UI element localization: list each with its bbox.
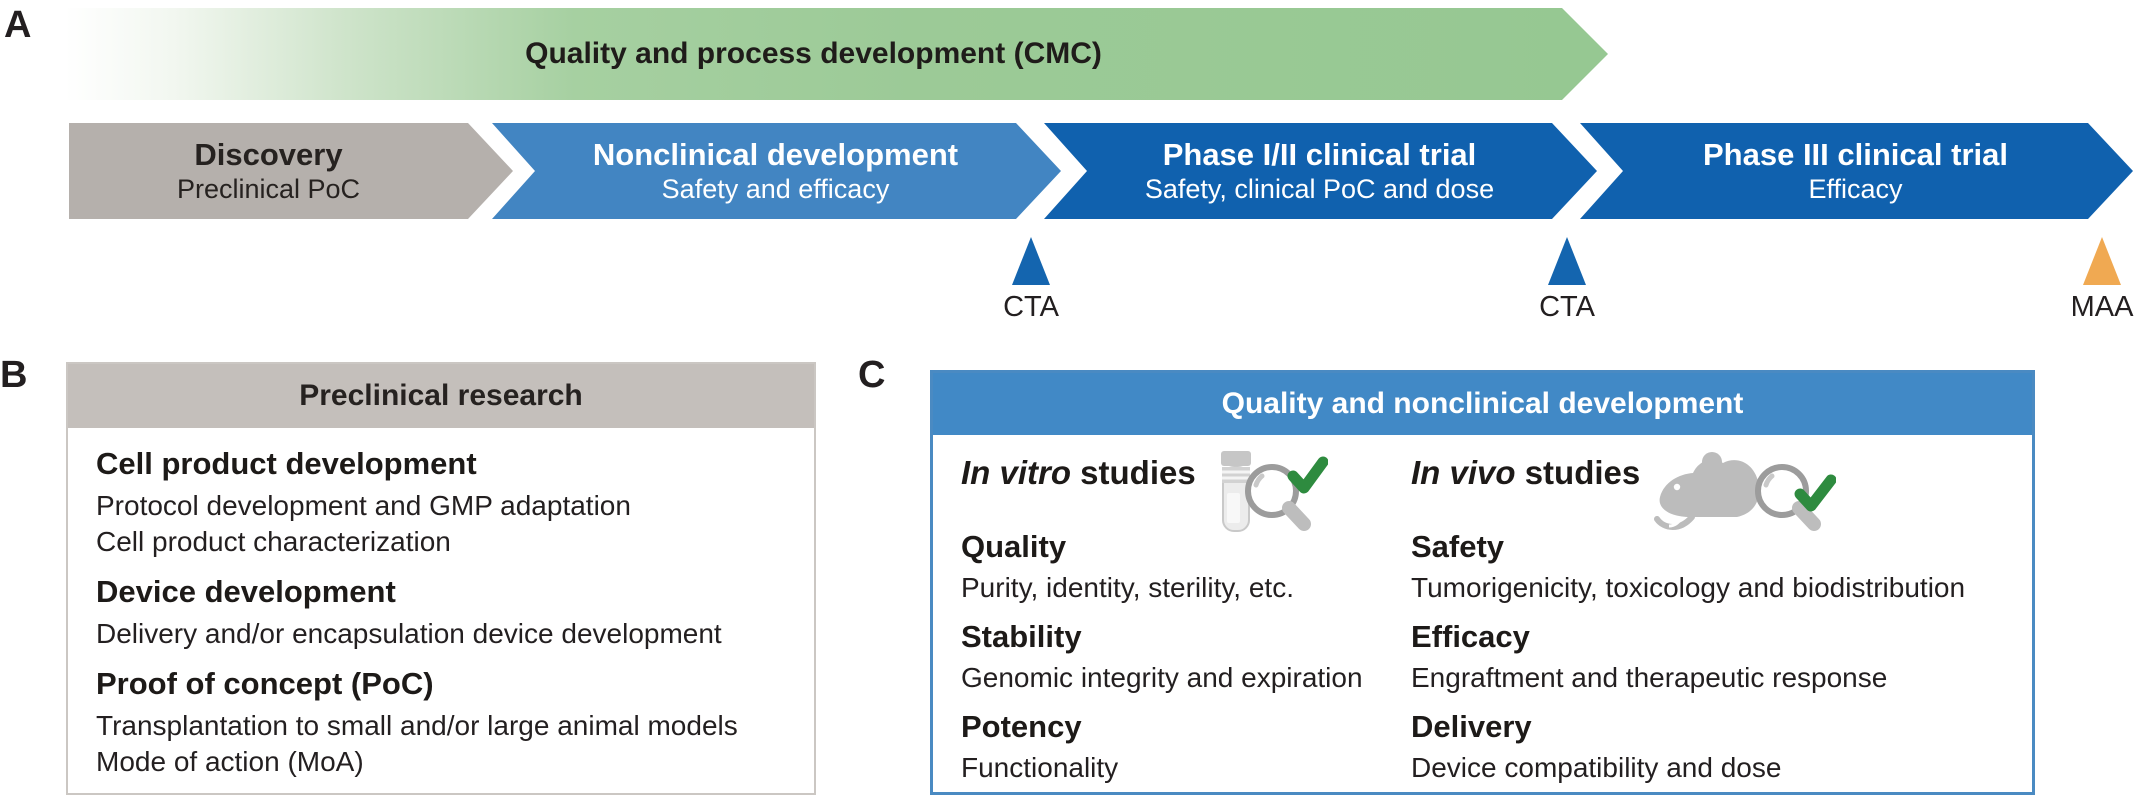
in-vitro-column: In vitro studies Quality Purity, identit… <box>961 451 1411 799</box>
item-title: Potency <box>961 709 1082 744</box>
in-vivo-heading: In vivo studies <box>1411 451 1640 495</box>
in-vitro-heading-row: In vitro studies <box>961 451 1411 532</box>
cta-marker-triangle-icon <box>1548 237 1586 285</box>
section-line: Transplantation to small and/or large an… <box>96 710 738 741</box>
maa-marker-triangle-icon <box>2083 237 2121 285</box>
cta-marker-label: CTA <box>1003 291 1059 323</box>
quality-nonclinical-header: Quality and nonclinical development <box>933 373 2032 435</box>
cmc-arrow-label: Quality and process development (CMC) <box>525 37 1102 70</box>
cta-marker-label: CTA <box>1539 291 1595 323</box>
section-cell-product-development: Cell product development Protocol develo… <box>96 446 796 560</box>
section-line: Protocol development and GMP adaptation <box>96 490 631 521</box>
cta-marker-triangle-icon <box>1012 237 1050 285</box>
in-vivo-column: In vivo studies Safety <box>1411 451 2012 799</box>
item-desc: Purity, identity, sterility, etc. <box>961 572 1294 603</box>
stage-phase-3-clinical-trial: Phase III clinical trial Efficacy <box>1580 123 2133 219</box>
stage-discovery: Discovery Preclinical PoC <box>69 123 513 219</box>
section-proof-of-concept: Proof of concept (PoC) Transplantation t… <box>96 666 796 780</box>
panel-a-label: A <box>4 4 32 46</box>
item-quality: Quality Purity, identity, sterility, etc… <box>961 529 1411 605</box>
stage-subtitle: Safety and efficacy <box>661 174 890 205</box>
item-title: Safety <box>1411 529 1505 564</box>
item-efficacy: Efficacy Engraftment and therapeutic res… <box>1411 619 2012 695</box>
stage-title: Phase I/II clinical trial <box>1162 136 1477 172</box>
item-desc: Engraftment and therapeutic response <box>1411 662 1888 693</box>
quality-nonclinical-development-box: Quality and nonclinical development In v… <box>930 370 2035 795</box>
section-line: Mode of action (MoA) <box>96 746 364 777</box>
stage-title: Nonclinical development <box>592 136 959 172</box>
item-title: Quality <box>961 529 1067 564</box>
section-line: Cell product characterization <box>96 526 451 557</box>
stage-title: Discovery <box>194 136 343 172</box>
cmc-process-arrow: Quality and process development (CMC) <box>65 8 1608 100</box>
item-desc: Tumorigenicity, toxicology and biodistri… <box>1411 572 1966 603</box>
panel-b-label: B <box>0 354 28 396</box>
section-title: Device development <box>96 574 396 609</box>
preclinical-research-box: Preclinical research Cell product develo… <box>66 362 816 795</box>
item-title: Efficacy <box>1411 619 1530 654</box>
maa-marker-label: MAA <box>2070 291 2134 323</box>
preclinical-research-header: Preclinical research <box>68 364 814 428</box>
in-vivo-rest: studies <box>1515 454 1641 491</box>
in-vivo-italic: In vivo <box>1411 454 1516 491</box>
test-tube-magnifier-check-icon <box>1220 451 1328 532</box>
item-safety: Safety Tumorigenicity, toxicology and bi… <box>1411 529 2012 605</box>
section-line: Delivery and/or encapsulation device dev… <box>96 618 722 649</box>
panel-c-label: C <box>858 354 886 396</box>
in-vitro-rest: studies <box>1071 454 1196 491</box>
mouse-magnifier-check-icon <box>1654 452 1837 531</box>
section-device-development: Device development Delivery and/or encap… <box>96 574 796 652</box>
stage-phase-1-2-clinical-trial: Phase I/II clinical trial Safety, clinic… <box>1044 123 1597 219</box>
item-title: Stability <box>961 619 1082 654</box>
preclinical-research-body: Cell product development Protocol develo… <box>68 428 814 780</box>
quality-nonclinical-body: In vitro studies Quality Purity, identit… <box>933 435 2032 799</box>
section-title: Proof of concept (PoC) <box>96 666 434 701</box>
section-title: Cell product development <box>96 446 477 481</box>
item-desc: Device compatibility and dose <box>1411 752 1782 783</box>
item-title: Delivery <box>1411 709 1532 744</box>
stage-subtitle: Safety, clinical PoC and dose <box>1144 174 1495 205</box>
in-vitro-italic: In vitro <box>961 454 1072 491</box>
stage-subtitle: Preclinical PoC <box>176 174 361 205</box>
item-desc: Genomic integrity and expiration <box>961 662 1363 693</box>
item-stability: Stability Genomic integrity and expirati… <box>961 619 1411 695</box>
in-vitro-heading: In vitro studies <box>961 451 1196 495</box>
item-delivery: Delivery Device compatibility and dose <box>1411 709 2012 785</box>
item-desc: Functionality <box>961 752 1119 783</box>
stage-title: Phase III clinical trial <box>1703 136 2008 172</box>
stage-subtitle: Efficacy <box>1808 174 1903 205</box>
stage-nonclinical-development: Nonclinical development Safety and effic… <box>492 123 1061 219</box>
in-vivo-heading-row: In vivo studies <box>1411 451 2012 531</box>
item-potency: Potency Functionality <box>961 709 1411 785</box>
mouse-silhouette <box>1654 452 1760 530</box>
